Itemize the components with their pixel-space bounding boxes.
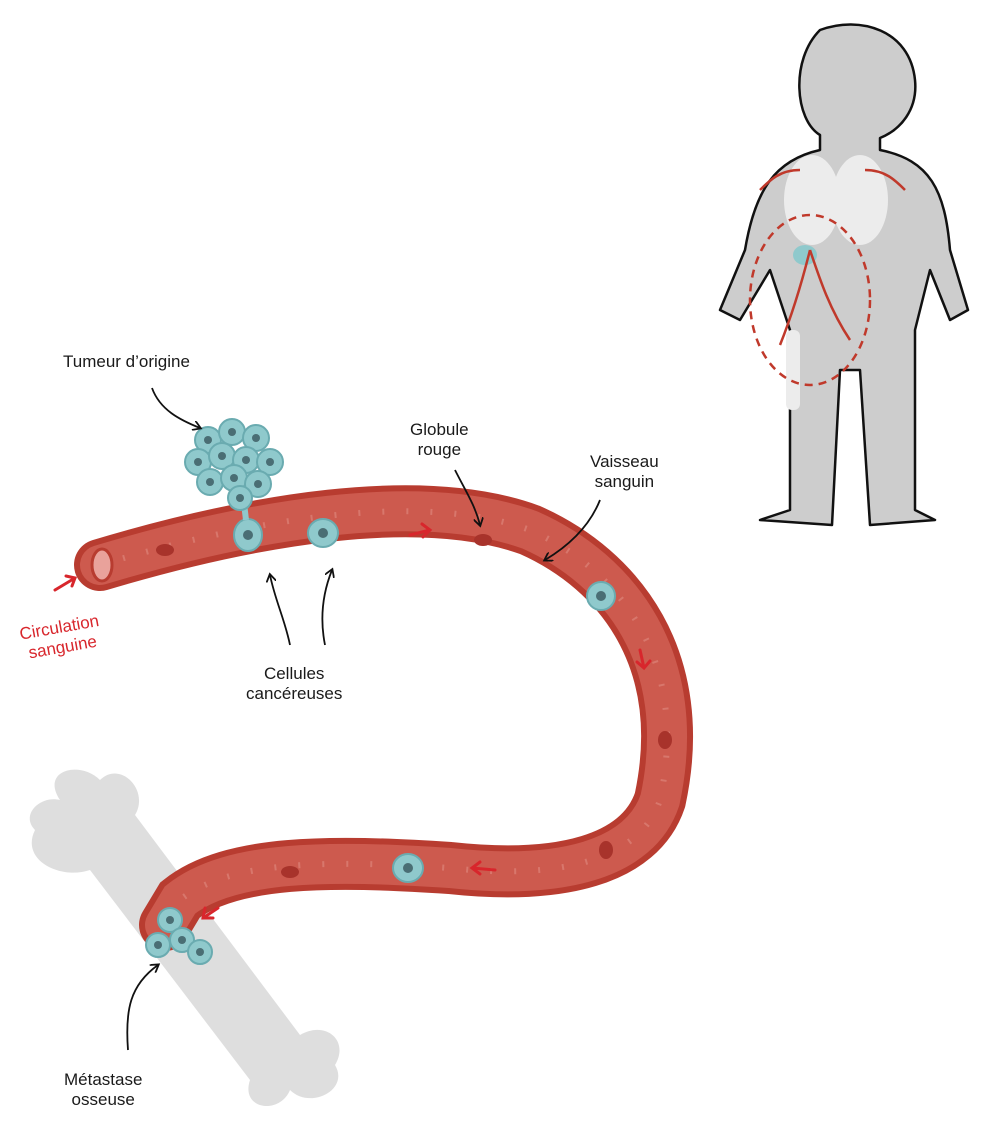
label-red-blood-cell: Globule rouge <box>410 420 469 460</box>
label-primary-tumor: Tumeur d’origine <box>63 352 190 372</box>
blood-vessel <box>92 511 667 925</box>
label-blood-vessel: Vaisseau sanguin <box>590 452 659 492</box>
label-bone-metastasis: Métastase osseuse <box>64 1070 142 1110</box>
label-cancer-cells: Cellules cancéreuses <box>246 664 342 704</box>
person-icon <box>720 24 968 525</box>
